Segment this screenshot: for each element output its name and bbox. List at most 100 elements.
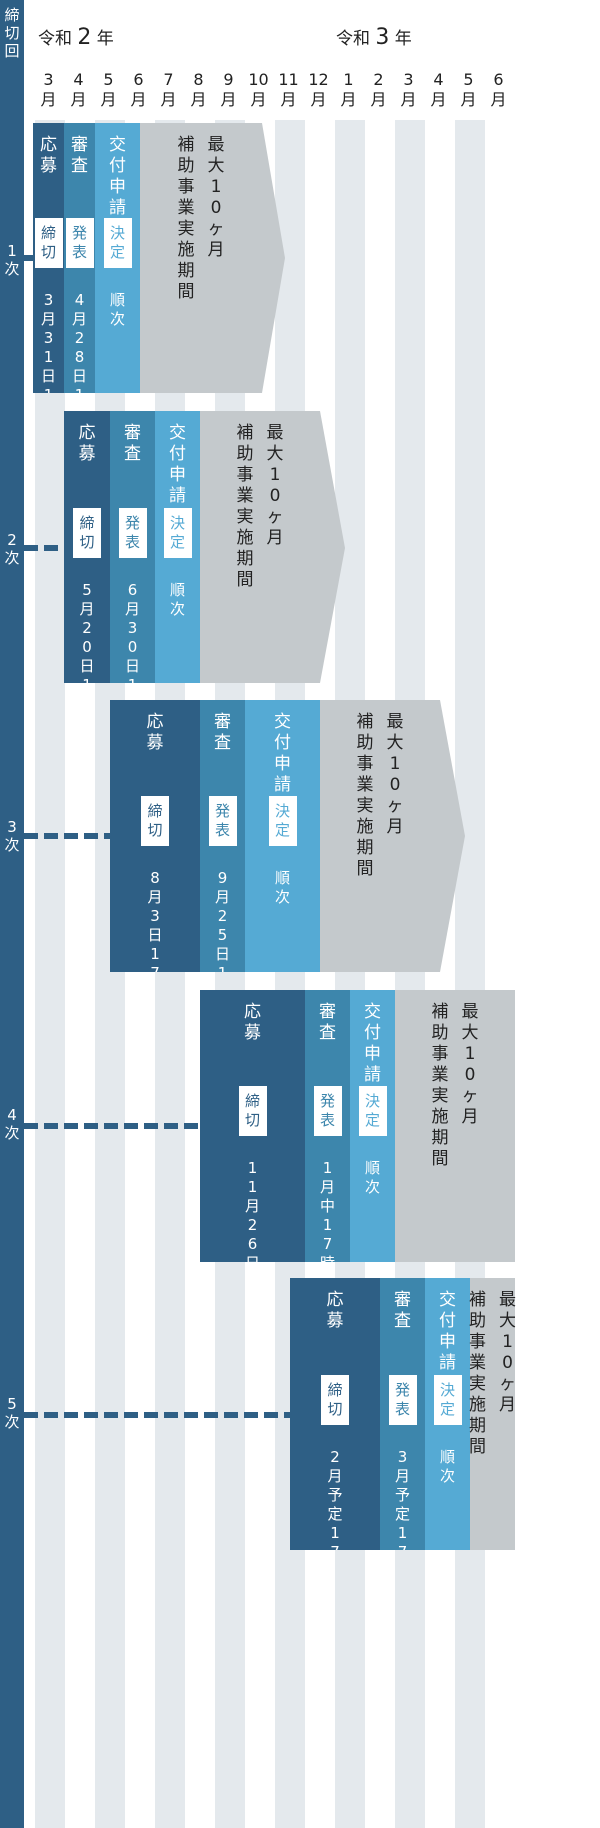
implementation-period-shape (395, 990, 515, 1262)
phase-date: 9 月 2 5 日 1 7 時 (214, 869, 230, 972)
apply-phase: 応 募締 切 2 月 予 定 1 7 時 (290, 1278, 380, 1550)
phase-date: 4 月 2 8 日 1 7 時 (71, 291, 87, 393)
year-prefix: 令和 (336, 29, 376, 49)
phase-title: 交 付 申 請 (109, 135, 126, 218)
review-phase: 審 査発 表3 月 予 定 1 7 時 (380, 1278, 425, 1550)
phase-date: 順 次 (169, 581, 185, 618)
round-connector (24, 545, 64, 551)
round-label: 5 次 (4, 1395, 20, 1431)
review-phase: 審 査発 表6 月 3 0 日 1 7 時 (110, 411, 155, 683)
implementation-period-shape (140, 123, 285, 393)
month-label: 7 月 (160, 70, 177, 109)
round-label: 1 次 (4, 242, 20, 278)
month-column-stripe (95, 120, 125, 1828)
implementation-max: 最 大 1 0 ヶ 月 (461, 1002, 479, 1127)
review-phase: 審 査発 表 4 月 2 8 日 1 7 時 (64, 123, 95, 393)
review-phase: 審 査発 表1 月 中 1 7 時 (305, 990, 350, 1262)
phase-date: 8 月 3 日 1 7 時 (147, 869, 163, 972)
phase-badge: 発 表 (118, 508, 147, 558)
phase-title: 交 付 申 請 (169, 423, 186, 506)
month-label: 3 月 (400, 70, 417, 109)
round-connector (24, 1412, 290, 1418)
implementation-max: 最 大 1 0 ヶ 月 (499, 1290, 516, 1415)
phase-date: 順 次 (364, 1159, 380, 1196)
month-column-stripe (215, 120, 245, 1828)
grant-phase: 交 付 申 請決 定順 次 (95, 123, 140, 393)
phase-badge: 締 切 (73, 508, 101, 558)
phase-badge: 決 定 (268, 796, 297, 846)
implementation-period-shape (200, 411, 345, 683)
year-number: 2 (77, 25, 92, 50)
phase-badge: 締 切 (238, 1086, 267, 1136)
grant-phase: 交 付 申 請決 定順 次 (245, 700, 320, 972)
phase-badge: 決 定 (433, 1375, 462, 1425)
month-label: 9 月 (220, 70, 237, 109)
implementation-title: 補 助 事 業 実 施 期 間 (356, 712, 374, 879)
grant-phase: 交 付 申 請決 定順 次 (155, 411, 200, 683)
phase-date: 6 月 3 0 日 1 7 時 (124, 581, 140, 683)
month-column-stripe (125, 120, 155, 1828)
year-suffix: 年 (389, 29, 412, 49)
implementation-title: 補 助 事 業 実 施 期 間 (177, 135, 195, 302)
month-column-stripe (185, 120, 215, 1828)
phase-badge: 発 表 (65, 218, 94, 268)
month-column-stripe (65, 120, 95, 1828)
implementation-period-shape (470, 1278, 515, 1550)
phase-title: 審 査 (214, 712, 231, 753)
year-prefix: 令和 (38, 29, 78, 49)
phase-title: 応 募 (326, 1290, 344, 1331)
month-label: 5 月 (100, 70, 117, 109)
month-label: 4 月 (430, 70, 447, 109)
month-column-stripe (245, 120, 275, 1828)
implementation-title: 補 助 事 業 実 施 期 間 (469, 1290, 486, 1457)
month-label: 4 月 (70, 70, 87, 109)
month-label: 6 月 (490, 70, 507, 109)
phase-badge: 決 定 (103, 218, 132, 268)
month-label: 10 月 (248, 70, 269, 109)
phase-badge: 発 表 (388, 1375, 417, 1425)
phase-badge: 締 切 (141, 796, 169, 846)
phase-date: 順 次 (274, 869, 290, 906)
implementation-title: 補 助 事 業 実 施 期 間 (236, 423, 254, 590)
month-label: 8 月 (190, 70, 207, 109)
round-connector (24, 833, 110, 839)
phase-date: 順 次 (439, 1448, 455, 1485)
grant-phase: 交 付 申 請決 定順 次 (350, 990, 395, 1262)
phase-title: 審 査 (71, 135, 88, 176)
phase-date: 順 次 (109, 291, 125, 328)
round-label: 3 次 (4, 818, 20, 854)
month-label: 2 月 (370, 70, 387, 109)
round-label: 4 次 (4, 1106, 20, 1142)
phase-date: 5 月 2 0 日 1 7 時 (79, 581, 95, 683)
year-label: 令和 2 年 (38, 24, 114, 50)
year-number: 3 (375, 25, 390, 50)
phase-badge: 決 定 (358, 1086, 387, 1136)
implementation-max: 最 大 1 0 ヶ 月 (266, 423, 284, 548)
implementation-period-shape (320, 700, 465, 972)
phase-title: 応 募 (78, 423, 96, 464)
year-suffix: 年 (91, 29, 114, 49)
implementation-max: 最 大 1 0 ヶ 月 (207, 135, 225, 260)
phase-badge: 決 定 (163, 508, 192, 558)
review-phase: 審 査発 表 9 月 2 5 日 1 7 時 (200, 700, 245, 972)
month-label: 6 月 (130, 70, 147, 109)
phase-badge: 発 表 (208, 796, 237, 846)
month-column-stripe (155, 120, 185, 1828)
year-label: 令和 3 年 (336, 24, 412, 50)
phase-badge: 締 切 (34, 218, 63, 268)
phase-title: 応 募 (40, 135, 57, 176)
apply-phase: 応 募締 切1 1 月 2 6 日 1 7 時 (200, 990, 305, 1262)
phase-badge: 締 切 (321, 1375, 349, 1425)
phase-date: 2 月 予 定 1 7 時 (327, 1448, 343, 1550)
month-column-stripe (35, 120, 65, 1828)
phase-title: 交 付 申 請 (439, 1290, 456, 1373)
phase-date: 1 1 月 2 6 日 1 7 時 (244, 1159, 260, 1262)
sidebar-title: 締 切 回 (4, 6, 20, 60)
month-label: 1 月 (340, 70, 357, 109)
